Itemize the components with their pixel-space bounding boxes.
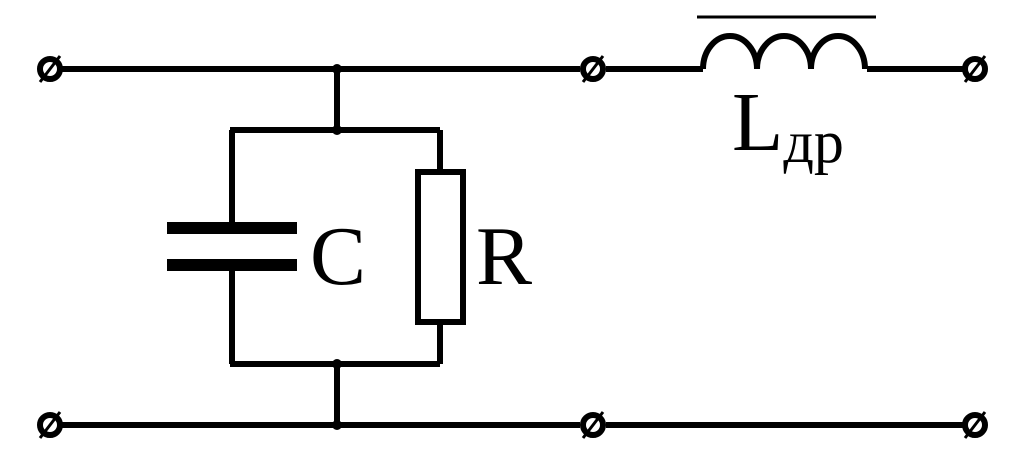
resistor <box>415 169 466 325</box>
capacitor <box>167 222 297 271</box>
inductor <box>697 15 876 70</box>
inductor-label-main: L <box>732 76 783 169</box>
terminal-bottom-middle <box>580 411 606 439</box>
capacitor-label: C <box>310 210 366 303</box>
terminal-bottom-right <box>962 411 988 439</box>
terminal-top-right <box>962 55 988 83</box>
terminal-top-middle <box>580 55 606 83</box>
resistor-label: R <box>476 210 532 303</box>
inductor-label-subscript: др <box>783 109 844 175</box>
terminal-top-left <box>37 55 63 83</box>
junction-dots <box>332 64 342 430</box>
terminal-bottom-left <box>37 411 63 439</box>
inductor-label: Lдр <box>732 76 844 175</box>
